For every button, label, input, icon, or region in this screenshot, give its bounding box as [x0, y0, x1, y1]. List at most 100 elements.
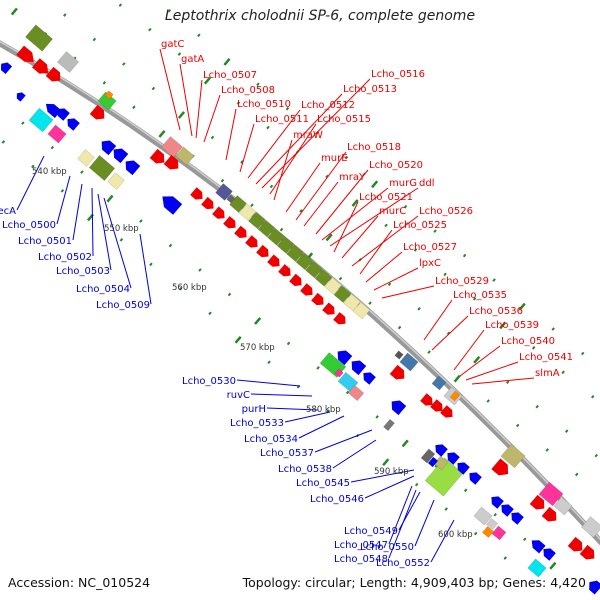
forward-gene-label[interactable]: mraW	[293, 130, 323, 141]
reverse-gene-label[interactable]: Lcho_0504	[76, 284, 130, 295]
gene-block[interactable]	[175, 146, 195, 166]
gene-block[interactable]	[25, 24, 53, 52]
reverse-gene-label[interactable]: Lcho_0547	[334, 540, 388, 551]
gene-block[interactable]	[257, 219, 276, 238]
reverse-gene-label[interactable]: Lcho_0550	[360, 542, 414, 553]
forward-gene-arrow[interactable]	[289, 273, 305, 289]
reverse-gene-label[interactable]: Lcho_0500	[2, 220, 56, 231]
reverse-gene-label[interactable]: Lcho_0502	[38, 252, 92, 263]
reverse-gene-arrow[interactable]	[432, 441, 448, 457]
reverse-gene-arrow[interactable]	[488, 493, 504, 509]
forward-gene-arrow[interactable]	[267, 254, 283, 270]
forward-gene-arrow[interactable]	[16, 45, 37, 67]
forward-gene-arrow[interactable]	[234, 225, 250, 241]
gene-block[interactable]	[491, 525, 507, 541]
reverse-gene-arrow[interactable]	[528, 537, 546, 554]
reverse-gene-arrow[interactable]	[158, 191, 183, 215]
reverse-gene-label[interactable]: Lcho_0533	[230, 418, 284, 429]
forward-gene-arrow[interactable]	[163, 154, 182, 173]
gene-block[interactable]	[229, 195, 247, 213]
forward-gene-label[interactable]: Lcho_0541	[519, 352, 573, 363]
gene-block[interactable]	[527, 558, 547, 578]
forward-gene-arrow[interactable]	[579, 544, 598, 563]
forward-gene-label[interactable]: Lcho_0536	[469, 306, 523, 317]
reverse-gene-arrow[interactable]	[586, 578, 600, 595]
reverse-gene-label[interactable]: Lcho_0552	[376, 558, 430, 569]
reverse-gene-arrow[interactable]	[0, 60, 13, 75]
gene-block[interactable]	[28, 107, 54, 133]
forward-gene-arrow[interactable]	[440, 405, 456, 420]
reverse-gene-arrow[interactable]	[14, 90, 26, 102]
forward-gene-arrow[interactable]	[89, 104, 108, 123]
reverse-gene-label[interactable]: Lcho_0534	[244, 434, 298, 445]
forward-gene-label[interactable]: Lcho_0526	[419, 206, 473, 217]
reverse-gene-arrow[interactable]	[348, 357, 367, 376]
reverse-gene-arrow[interactable]	[334, 347, 353, 366]
forward-gene-arrow[interactable]	[201, 196, 217, 212]
forward-gene-arrow[interactable]	[212, 206, 228, 222]
forward-gene-label[interactable]: murG	[389, 178, 417, 189]
reverse-gene-label[interactable]: Lcho_0549	[344, 526, 398, 537]
reverse-gene-label[interactable]: ruvC	[227, 390, 250, 401]
gene-block[interactable]	[77, 149, 95, 167]
gene-block[interactable]	[500, 443, 526, 469]
gene-block[interactable]	[305, 260, 323, 279]
forward-gene-label[interactable]: Lcho_0511	[255, 114, 309, 125]
forward-gene-arrow[interactable]	[32, 58, 52, 78]
gene-block[interactable]	[580, 516, 600, 538]
forward-gene-label[interactable]: ddl	[419, 178, 434, 189]
forward-gene-label[interactable]: Lcho_0510	[237, 99, 291, 110]
gene-block[interactable]	[424, 457, 464, 497]
gene-block[interactable]	[399, 352, 419, 372]
reverse-gene-arrow[interactable]	[466, 469, 482, 485]
forward-gene-label[interactable]: lpxC	[419, 258, 441, 269]
gene-block[interactable]	[352, 301, 371, 320]
reverse-gene-label[interactable]: Lcho_0530	[182, 376, 236, 387]
forward-gene-arrow[interactable]	[430, 399, 446, 414]
forward-gene-arrow[interactable]	[45, 66, 64, 85]
reverse-gene-label[interactable]: Lcho_0546	[310, 494, 364, 505]
forward-gene-label[interactable]: Lcho_0508	[221, 85, 275, 96]
forward-gene-arrow[interactable]	[149, 148, 168, 167]
forward-gene-label[interactable]: Lcho_0527	[403, 242, 457, 253]
reverse-gene-label[interactable]: recA	[0, 206, 16, 217]
reverse-gene-arrow[interactable]	[454, 459, 470, 475]
reverse-gene-label[interactable]: purH	[242, 404, 266, 415]
forward-gene-label[interactable]: Lcho_0529	[435, 276, 489, 287]
forward-gene-label[interactable]: Lcho_0515	[317, 114, 371, 125]
gene-block[interactable]	[238, 203, 257, 222]
forward-gene-arrow[interactable]	[245, 235, 261, 250]
forward-gene-arrow[interactable]	[278, 264, 294, 279]
forward-gene-label[interactable]: Lcho_0518	[347, 142, 401, 153]
reverse-gene-arrow[interactable]	[498, 501, 514, 517]
forward-gene-arrow[interactable]	[541, 506, 560, 525]
forward-gene-arrow[interactable]	[529, 494, 548, 513]
gene-block[interactable]	[427, 456, 439, 468]
reverse-gene-arrow[interactable]	[444, 449, 460, 465]
reverse-gene-arrow[interactable]	[98, 137, 117, 156]
gene-block[interactable]	[394, 350, 404, 360]
forward-gene-arrow[interactable]	[300, 283, 316, 298]
reverse-gene-arrow[interactable]	[540, 545, 556, 561]
gene-block[interactable]	[295, 252, 314, 271]
forward-gene-label[interactable]: Lcho_0525	[393, 220, 447, 231]
reverse-gene-arrow[interactable]	[360, 369, 376, 385]
gene-block[interactable]	[383, 418, 395, 432]
gene-block[interactable]	[538, 481, 564, 507]
reverse-gene-arrow[interactable]	[388, 397, 407, 416]
gene-block[interactable]	[473, 506, 493, 526]
forward-gene-label[interactable]: Lcho_0520	[369, 160, 423, 171]
gene-block[interactable]	[324, 277, 342, 295]
forward-gene-arrow[interactable]	[567, 536, 586, 555]
forward-gene-label[interactable]: Lcho_0540	[501, 336, 555, 347]
gene-block[interactable]	[343, 293, 361, 312]
forward-gene-label[interactable]: mraY	[339, 172, 366, 183]
gene-block[interactable]	[314, 268, 333, 287]
reverse-gene-arrow[interactable]	[64, 115, 80, 131]
forward-gene-label[interactable]: Lcho_0539	[485, 320, 539, 331]
forward-gene-label[interactable]: Lcho_0516	[371, 69, 425, 80]
reverse-gene-label[interactable]: Lcho_0509	[96, 300, 150, 311]
forward-gene-arrow[interactable]	[256, 244, 272, 260]
gene-block[interactable]	[47, 124, 67, 144]
forward-gene-arrow[interactable]	[223, 216, 239, 231]
